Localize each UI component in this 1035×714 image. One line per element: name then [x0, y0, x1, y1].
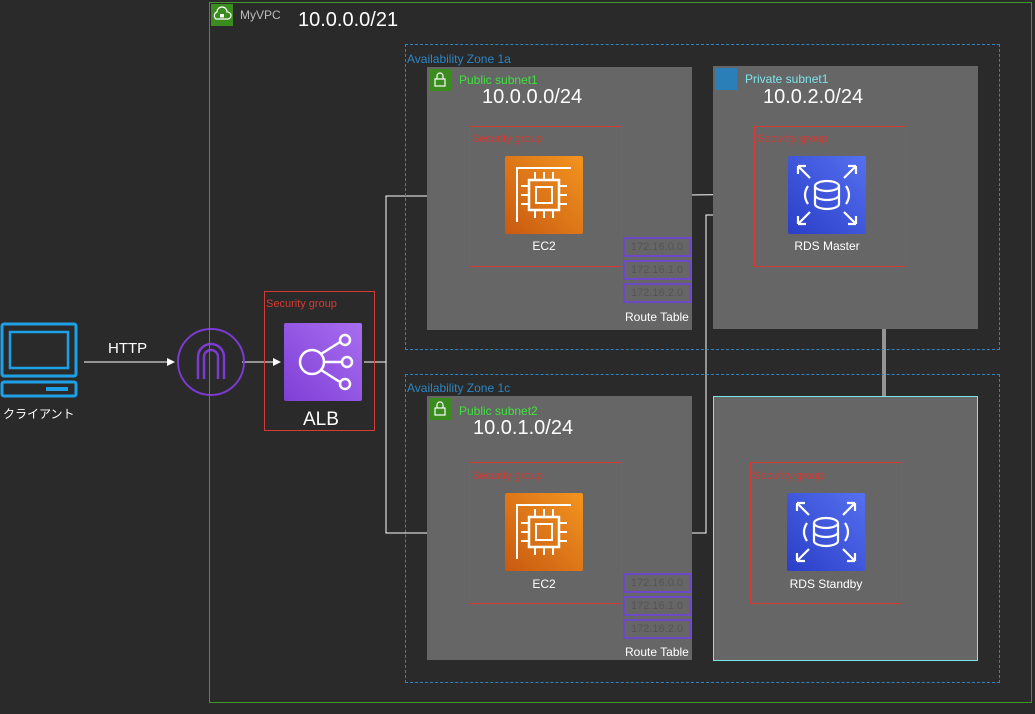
alb-sg-label: Security group — [266, 298, 337, 310]
rds-master-sg-label: Security group — [757, 133, 828, 145]
rds-master-label: RDS Master — [794, 239, 860, 253]
route-table-1c-label: Route Table — [625, 645, 689, 659]
private-subnet-1-label: Private subnet1 — [745, 72, 829, 86]
public-subnet-2-cidr: 10.0.1.0/24 — [473, 417, 574, 439]
route-table-1c-entry-2: 172.16.1.0 — [623, 596, 691, 616]
subnet-lock-icon — [429, 69, 451, 91]
route-table-1c-entry-1: 172.16.0.0 — [623, 573, 691, 593]
route-table-1c-entry-3: 172.16.2.0 — [623, 619, 691, 639]
ec2-chip-icon — [505, 493, 583, 571]
internet-gateway-icon — [176, 327, 246, 397]
rds-standby-security-group — [750, 462, 902, 604]
ec2-1c-security-group — [469, 462, 622, 604]
route-table-1a-entry-1: 172.16.0.0 — [623, 237, 691, 257]
ec2-1a-label: EC2 — [532, 239, 556, 253]
vpc-cidr: 10.0.0.0/21 — [298, 9, 399, 31]
alb-label: ALB — [303, 409, 339, 430]
ec2-1a-sg-label: Security group — [472, 133, 543, 145]
private-subnet-1-cidr: 10.0.2.0/24 — [763, 86, 864, 108]
client-label: クライアント — [3, 407, 75, 421]
route-table-1a-entry-2: 172.16.1.0 — [623, 260, 691, 280]
az2-label: Availability Zone 1c — [407, 381, 511, 395]
route-table-1a-entry-3: 172.16.2.0 — [623, 283, 691, 303]
ec2-1c-sg-label: Security group — [472, 470, 543, 482]
availability-zone-1a — [405, 44, 1000, 350]
ec2-1c-label: EC2 — [532, 577, 556, 591]
availability-zone-1c — [405, 374, 1000, 683]
rds-database-icon — [788, 156, 866, 234]
public-subnet-1-cidr: 10.0.0.0/24 — [482, 86, 583, 108]
cloud-lock-icon — [211, 4, 233, 26]
vpc-container — [209, 2, 1032, 703]
load-balancer-icon — [284, 323, 362, 401]
client-laptop-icon — [0, 322, 80, 402]
rds-master-security-group — [754, 126, 906, 267]
http-label: HTTP — [108, 340, 148, 357]
rds-standby-sg-label: Security group — [753, 470, 824, 482]
vpc-title: MyVPC — [240, 8, 281, 22]
az1-label: Availability Zone 1a — [407, 52, 511, 66]
ec2-1a-security-group — [469, 126, 622, 267]
rds-database-icon — [787, 493, 865, 571]
public-subnet-1-label: Public subnet1 — [459, 73, 538, 87]
route-table-1a-label: Route Table — [625, 310, 689, 324]
public-subnet-2-label: Public subnet2 — [459, 404, 538, 418]
alb-security-group — [264, 291, 375, 431]
subnet-lock-icon — [715, 68, 737, 90]
ec2-chip-icon — [505, 156, 583, 234]
rds-standby-label: RDS Standby — [789, 577, 863, 591]
subnet-lock-icon — [429, 398, 451, 420]
